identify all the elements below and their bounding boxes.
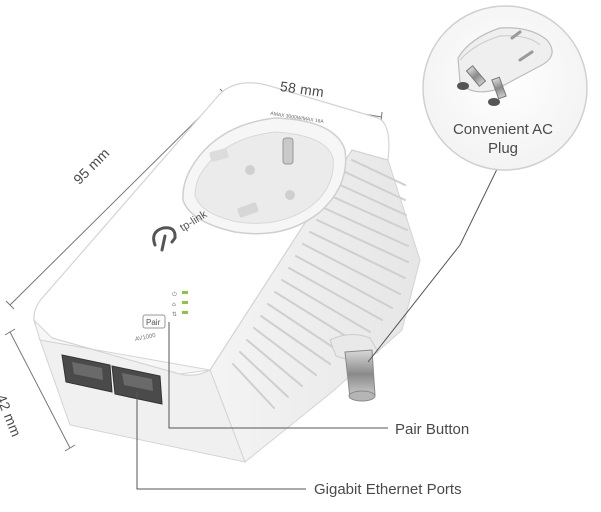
rear-plug-pin [329, 334, 379, 402]
status-led-indicators: ⏻ ⌂ ⇅ [172, 291, 188, 318]
plug-pin-left-icon [457, 65, 487, 90]
socket-ground-clip-left [209, 148, 229, 162]
plug-callout-line [367, 162, 501, 363]
pair-button[interactable] [142, 314, 166, 329]
ethernet-led [182, 311, 188, 314]
svg-text:⇅: ⇅ [172, 311, 177, 318]
ac-plug-callout-label: Convenient AC Plug [452, 121, 554, 157]
ethernet-ports-callout-label: Gigabit Ethernet Ports [314, 481, 462, 498]
width-dimension-line [9, 331, 71, 449]
plug-pin-right-icon [488, 76, 507, 106]
pair-button-callout-label: Pair Button [395, 421, 470, 438]
ventilation-slots [232, 159, 409, 409]
callout-lines [136, 162, 501, 490]
schuko-socket [182, 117, 347, 235]
gigabit-ethernet-ports[interactable] [61, 354, 163, 405]
powerline-adapter: ⏻ ⌂ ⇅ [33, 82, 421, 463]
svg-text:⏻: ⏻ [172, 291, 177, 298]
tp-link-logo [152, 226, 177, 252]
svg-text:⌂: ⌂ [172, 301, 176, 308]
socket-ground-clip-right [282, 137, 294, 165]
height-dimension-line [9, 92, 225, 306]
socket-hole-right [285, 190, 295, 200]
powerline-led [182, 301, 188, 304]
pair-callout-line [168, 322, 388, 429]
ethernet-callout-line [136, 392, 306, 490]
socket-hole-left [245, 165, 255, 175]
ac-plug-magnifier [422, 5, 588, 171]
pair-button-label: Pair [146, 318, 161, 327]
power-led [182, 291, 188, 294]
